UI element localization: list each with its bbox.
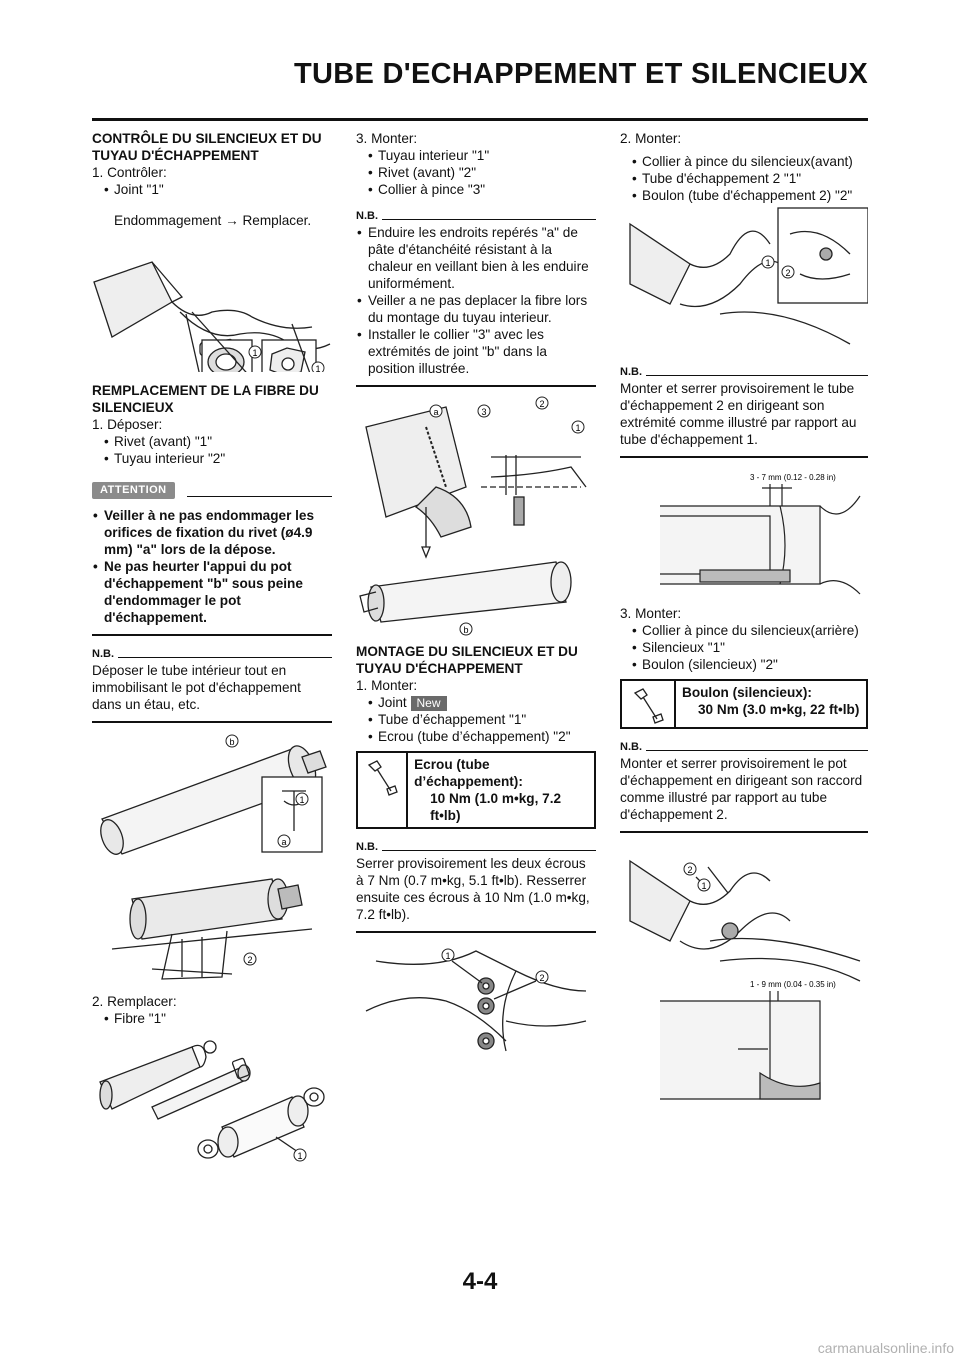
- note-item-sealant: Enduire les endroits repérés "a" de pâte…: [356, 224, 596, 292]
- step-replace: 2. Remplacer:: [92, 994, 177, 1010]
- column-1: CONTRÔLE DU SILENCIEUX ET DU TUYAU D'ÉCH…: [92, 130, 332, 1162]
- dimension-label-1: 3 - 7 mm (0.12 - 0.28 in): [750, 473, 836, 482]
- bullet-inner-pipe: Tuyau interieur "1": [356, 147, 596, 164]
- bullet-rivet: Rivet (avant) "2": [356, 164, 596, 181]
- attention-box: ATTENTION Veiller à ne pas endommager le…: [92, 481, 332, 637]
- bullet-rivet: Rivet (avant) "1": [92, 433, 332, 450]
- note-label: N.B.: [620, 366, 642, 378]
- note-label: N.B.: [356, 841, 378, 853]
- note-item-fiber: Veiller a ne pas deplacer la fibre lors …: [356, 292, 596, 326]
- callout-3: 3: [481, 407, 486, 417]
- sub-damage-replace: Endommagement → Remplacer.: [114, 212, 312, 228]
- note-text-pipe2: Monter et serrer provisoirement le tube …: [620, 381, 857, 447]
- callout-1: 1: [445, 951, 450, 961]
- torque-wrench-icon: [622, 681, 676, 727]
- figure-muffler-assembly: a 3 2 1 b: [359, 396, 587, 636]
- step-install: 3. Monter:: [356, 131, 418, 146]
- note-box-pipe2: N.B. Monter et serrer provisoirement le …: [620, 364, 868, 458]
- section-title-install: MONTAGE DU SILENCIEUX ET DU TUYAU D'ÉCHA…: [356, 644, 578, 676]
- torque-name-nut: Ecrou (tube d’échappement):: [414, 757, 523, 789]
- new-badge: New: [410, 696, 447, 711]
- figure-exhaust-pipe-2: 1 2: [629, 207, 868, 345]
- attention-item-rivet-holes: Veiller à ne pas endommager les orifices…: [92, 507, 332, 558]
- step-install-3: 2. Monter:: [620, 131, 682, 146]
- bullet-exhaust-pipe-2: Tube d'échappement 2 "1": [620, 170, 868, 187]
- bullet-front-clamp: Collier à pince du silencieux(avant): [620, 153, 868, 170]
- figure-muffler-in-vise: 2: [111, 878, 313, 980]
- callout-2: 2: [785, 268, 790, 278]
- note-box-remove: N.B. Déposer le tube intérieur tout en i…: [92, 646, 332, 724]
- callout-2: 2: [539, 399, 544, 409]
- bullet-gasket-new: Joint New: [356, 694, 596, 711]
- figure-muffler-rivet: b 1 a: [100, 734, 327, 856]
- bullet-clamp: Collier à pince "3": [356, 181, 596, 198]
- callout-1: 1: [299, 795, 304, 805]
- callout-1: 1: [252, 348, 257, 358]
- bullet-fiber: Fibre "1": [92, 1010, 332, 1027]
- figure-muffler-joint: 2 1 1 - 9 mm (0.04 - 0.35 in): [629, 859, 861, 1100]
- bullet-gasket: Joint "1": [92, 181, 332, 198]
- bullet-exhaust-bolt: Boulon (tube d'échappement 2) "2": [620, 187, 868, 204]
- torque-value-bolt: 30 Nm (3.0 m•kg, 22 ft•lb): [698, 702, 860, 717]
- bullet-muffler-bolt: Boulon (silencieux) "2": [620, 656, 868, 673]
- page-number: 4-4: [462, 1268, 498, 1295]
- torque-wrench-icon: [358, 753, 409, 827]
- callout-a: a: [433, 407, 438, 417]
- gasket-label: Joint: [378, 695, 407, 710]
- bullet-muffler: Silencieux "1": [620, 639, 868, 656]
- step-install-2: 1. Monter:: [356, 678, 418, 693]
- column-3: 2. Monter: Collier à pince du silencieux…: [620, 130, 868, 1111]
- note-label: N.B.: [356, 210, 378, 222]
- callout-a: a: [281, 837, 286, 847]
- column-2: 3. Monter: Tuyau interieur "1" Rivet (av…: [356, 130, 596, 1061]
- torque-box-nut: Ecrou (tube d’échappement): 10 Nm (1.0 m…: [356, 751, 596, 829]
- attention-item-muffler-support: Ne pas heurter l'appui du pot d'échappem…: [92, 558, 332, 626]
- note-label: N.B.: [92, 648, 114, 661]
- step-install-4: 3. Monter:: [620, 606, 682, 621]
- note-box-sealant: N.B. Enduire les endroits repérés "a" de…: [356, 208, 596, 387]
- note-text-vise: Déposer le tube intérieur tout en immobi…: [92, 663, 301, 713]
- title-rule: [92, 118, 868, 121]
- note-box-muffler: N.B. Monter et serrer provisoirement le …: [620, 739, 868, 833]
- note-label: N.B.: [620, 741, 642, 753]
- callout-1: 1: [297, 1151, 302, 1161]
- note-text-tighten: Serrer provisoirement les deux écrous à …: [356, 856, 590, 922]
- bullet-exhaust-pipe: Tube d’échappement "1": [356, 711, 596, 728]
- torque-name-bolt: Boulon (silencieux):: [682, 685, 812, 700]
- callout-b: b: [463, 625, 468, 635]
- callout-b: b: [229, 737, 234, 747]
- callout-2: 2: [539, 973, 544, 983]
- figure-gasket-inspection: 1 1: [93, 261, 331, 373]
- section-title-fiber: REMPLACEMENT DE LA FIBRE DU SILENCIEUX: [92, 383, 319, 416]
- figure-fiber-parts: 1: [99, 1040, 325, 1162]
- callout-1: 1: [765, 258, 770, 268]
- callout-2: 2: [247, 955, 252, 965]
- step-inspect: 1. Contrôler:: [92, 165, 167, 180]
- callout-2: 2: [687, 865, 692, 875]
- section-title-inspection: CONTRÔLE DU SILENCIEUX ET DU TUYAU D'ÉCH…: [92, 131, 322, 163]
- page-title: TUBE D'ECHAPPEMENT ET SILENCIEUX: [294, 58, 868, 90]
- watermark: carmanualsonline.info: [817, 1340, 954, 1356]
- note-box-nut: N.B. Serrer provisoirement les deux écro…: [356, 839, 596, 933]
- step-remove: 1. Déposer:: [92, 417, 163, 433]
- attention-label: ATTENTION: [92, 482, 175, 500]
- note-text-muffler: Monter et serrer provisoirement le pot d…: [620, 756, 863, 822]
- dimension-label-2: 1 - 9 mm (0.04 - 0.35 in): [750, 980, 836, 989]
- bullet-exhaust-nut: Ecrou (tube d’échappement) "2": [356, 728, 596, 745]
- callout-1: 1: [575, 423, 580, 433]
- callout-1: 1: [701, 881, 706, 891]
- note-item-clamp: Installer le collier "3" avec les extrém…: [356, 326, 596, 377]
- callout-1: 1: [315, 364, 320, 372]
- figure-exhaust-nuts: 1 2: [365, 948, 587, 1052]
- figure-pipe-gap: 3 - 7 mm (0.12 - 0.28 in): [660, 473, 861, 595]
- bullet-inner-pipe: Tuyau interieur "2": [92, 450, 332, 467]
- torque-box-bolt: Boulon (silencieux): 30 Nm (3.0 m•kg, 22…: [620, 679, 868, 729]
- bullet-rear-clamp: Collier à pince du silencieux(arrière): [620, 622, 868, 639]
- torque-value-nut: 10 Nm (1.0 m•kg, 7.2 ft•lb): [430, 791, 562, 823]
